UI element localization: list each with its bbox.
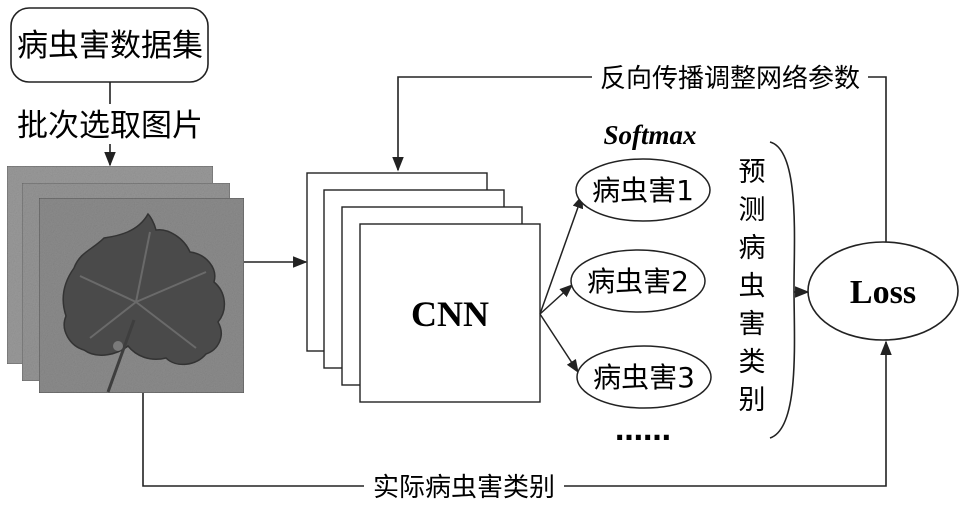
cnn-stack — [307, 173, 540, 402]
prediction-brace — [770, 142, 794, 438]
svg-text:虫: 虫 — [739, 271, 766, 302]
loss-label: Loss — [850, 274, 916, 311]
svg-text:预: 预 — [739, 157, 766, 188]
image-stack — [7, 166, 244, 393]
svg-text:别: 别 — [739, 385, 766, 416]
svg-text:病: 病 — [739, 233, 766, 264]
svg-text:害: 害 — [739, 309, 766, 340]
class-2-label: 病虫害2 — [587, 265, 689, 298]
batch-label: 批次选取图片 — [17, 108, 203, 144]
class-3-label: 病虫害3 — [593, 361, 695, 394]
more-classes-ellipsis: …… — [615, 414, 671, 447]
svg-text:测: 测 — [739, 195, 766, 226]
softmax-label: Softmax — [603, 120, 696, 150]
svg-text:类: 类 — [739, 347, 766, 378]
cnn-to-class3-arrow — [540, 314, 578, 372]
cnn-label: CNN — [411, 294, 489, 334]
cnn-to-class1-arrow — [540, 196, 582, 314]
actual-class-label: 实际病虫害类别 — [373, 473, 555, 503]
dataset-label: 病虫害数据集 — [17, 28, 203, 64]
backprop-label: 反向传播调整网络参数 — [600, 64, 860, 94]
class-1-label: 病虫害1 — [592, 174, 694, 207]
predicted-class-label: 预 测 病 虫 害 类 别 — [739, 157, 766, 416]
